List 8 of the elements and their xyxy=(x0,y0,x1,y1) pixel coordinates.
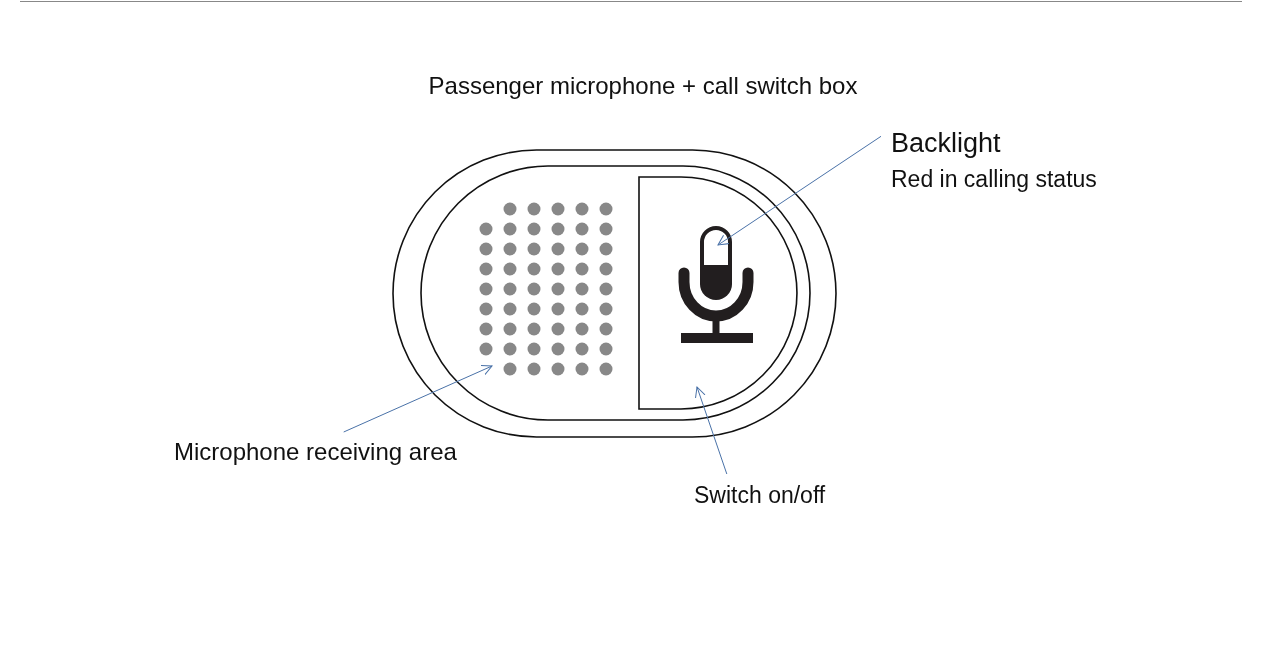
callout-note: Red in calling status xyxy=(891,165,1097,195)
callout-label: Switch on/off xyxy=(694,482,826,509)
leader-line xyxy=(717,135,882,246)
leader-line xyxy=(695,386,728,475)
callout-label: Microphone receiving area xyxy=(174,438,457,466)
diagram-title: Passenger microphone + call switch box xyxy=(428,72,858,99)
leader-line xyxy=(343,365,493,433)
callout-heading: Backlight xyxy=(891,127,1002,160)
